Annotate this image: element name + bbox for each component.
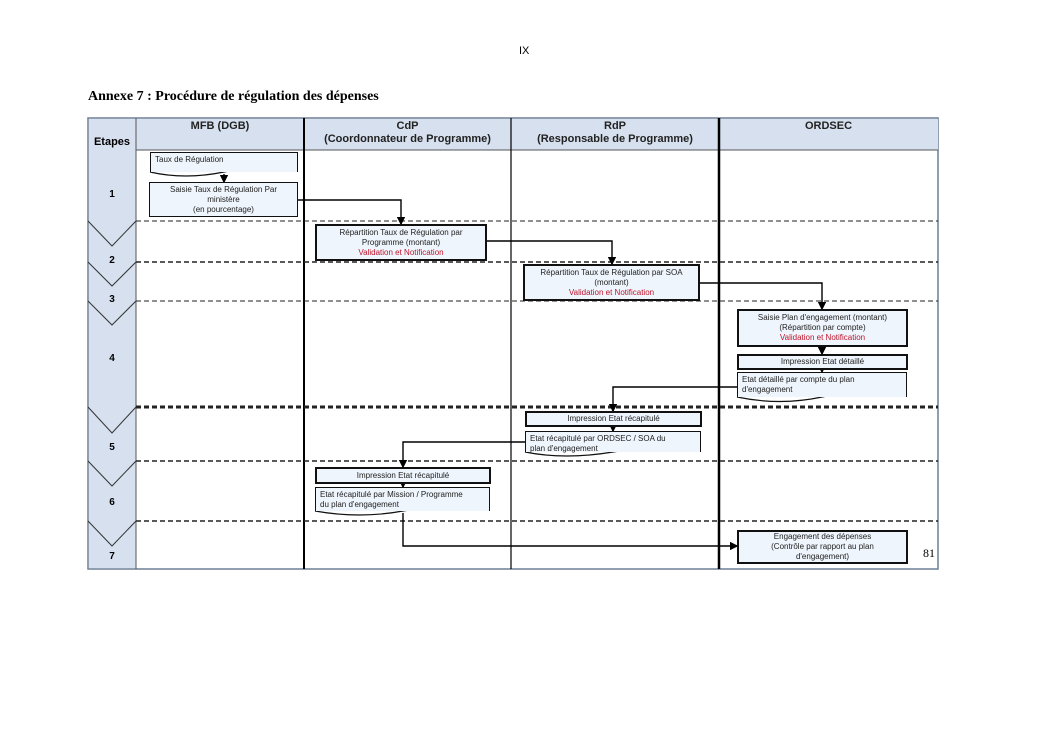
validation-text: Validation et Notification bbox=[358, 247, 444, 257]
column-header-cdp: CdP(Coordonnateur de Programme) bbox=[304, 120, 511, 150]
box-text: Impression Etat récapitulé bbox=[356, 470, 450, 480]
box-text: (Contrôle par rapport au plan bbox=[771, 542, 874, 551]
box-text: d'engagement) bbox=[795, 552, 850, 561]
page-number: IX bbox=[519, 45, 530, 57]
box-text: d'engagement bbox=[742, 385, 793, 394]
box-text: du plan d'engagement bbox=[320, 500, 399, 509]
annex-title: Annexe 7 : Procédure de régulation des d… bbox=[88, 89, 379, 104]
box-text: (montant) bbox=[594, 277, 629, 287]
box-text: Etat récapitulé par ORDSEC / SOA du bbox=[530, 434, 666, 443]
header-label: MFB (DGB) bbox=[190, 120, 250, 132]
box-text: Répartition Taux de Régulation par SOA bbox=[540, 267, 683, 277]
column-header-mfb: MFB (DGB) bbox=[136, 120, 304, 150]
step-number: 5 bbox=[109, 442, 115, 453]
footer-page-number: 81 bbox=[923, 546, 935, 560]
box-text: Programme (montant) bbox=[361, 237, 441, 247]
header-label: RdP bbox=[604, 120, 626, 132]
column-header-rdp: RdP(Responsable de Programme) bbox=[511, 120, 719, 150]
box-text: Engagement des dépenses bbox=[773, 532, 872, 541]
box-impression-etat-detaille: Impression Etat détaillé bbox=[737, 354, 908, 370]
step-chevrons bbox=[87, 220, 137, 547]
box-text: ministère bbox=[207, 194, 240, 204]
step-number: 3 bbox=[109, 294, 115, 305]
box-impression-recap-cdp: Impression Etat récapitulé bbox=[315, 467, 491, 484]
box-text: Etat récapitulé par Mission / Programme bbox=[320, 490, 463, 499]
box-saisie-plan: Saisie Plan d'engagement (montant)(Répar… bbox=[737, 309, 908, 347]
box-text: Saisie Taux de Régulation Par bbox=[169, 184, 278, 194]
box-impression-recap-rdp: Impression Etat récapitulé bbox=[525, 411, 702, 427]
step-number: 1 bbox=[109, 189, 115, 200]
box-text: plan d'engagement bbox=[530, 444, 598, 453]
box-text: (Répartition par compte) bbox=[779, 323, 866, 332]
box-text: Répartition Taux de Régulation par bbox=[339, 227, 463, 237]
header-sublabel: (Coordonnateur de Programme) bbox=[324, 133, 491, 145]
header-label: ORDSEC bbox=[804, 120, 853, 132]
validation-text: Validation et Notification bbox=[779, 333, 866, 342]
flow-arrows bbox=[219, 174, 827, 551]
header-sublabel: (Responsable de Programme) bbox=[537, 133, 693, 145]
step-number: 7 bbox=[109, 551, 115, 562]
step-number: 6 bbox=[109, 497, 115, 508]
validation-text: Validation et Notification bbox=[568, 287, 655, 297]
box-text: Impression Etat récapitulé bbox=[567, 414, 660, 423]
header-label: CdP bbox=[396, 120, 419, 132]
box-engagement-depenses: Engagement des dépenses(Contrôle par rap… bbox=[737, 530, 908, 564]
box-taux-regulation: Taux de Régulation bbox=[150, 152, 298, 172]
box-text: Saisie Plan d'engagement (montant) bbox=[757, 313, 888, 322]
box-repartition-soa: Répartition Taux de Régulation par SOA(m… bbox=[523, 264, 700, 301]
box-text: Impression Etat détaillé bbox=[780, 357, 865, 366]
step-number: 4 bbox=[109, 353, 115, 364]
box-text: Etat détaillé par compte du plan bbox=[742, 375, 855, 384]
box-text: (en pourcentage) bbox=[193, 204, 254, 214]
column-header-ordsec: ORDSEC bbox=[719, 120, 938, 150]
box-text: Taux de Régulation bbox=[155, 155, 224, 164]
column-header-etapes: Etapes bbox=[93, 136, 131, 148]
step-number: 2 bbox=[109, 255, 115, 266]
